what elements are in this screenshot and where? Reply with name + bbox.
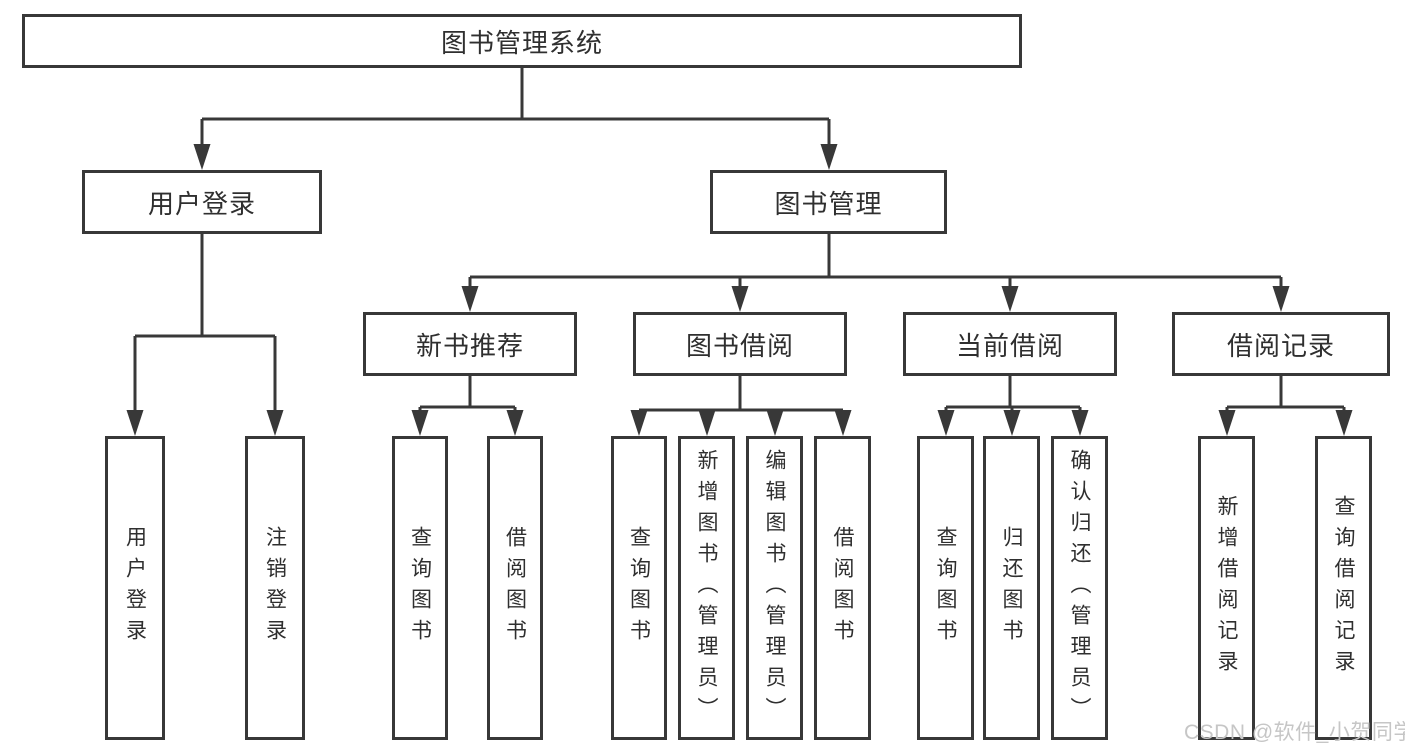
leaf-add-borrow-record: 新增借阅记录 [1198, 436, 1255, 740]
leaf-current-query-books: 查询图书 [917, 436, 974, 740]
arrowhead [731, 286, 749, 312]
arrowhead [820, 144, 838, 170]
connector-borrow-records [1218, 376, 1353, 436]
arrowhead [698, 410, 716, 436]
arrowhead [1335, 410, 1353, 436]
arrowhead [1003, 410, 1021, 436]
arrowhead [834, 410, 852, 436]
node-new-book-recommendation: 新书推荐 [363, 312, 577, 376]
connector-new-book-recommend [411, 376, 524, 436]
arrowhead [1071, 410, 1089, 436]
node-current-borrowing: 当前借阅 [903, 312, 1117, 376]
watermark: CSDN @软件_小贺同学 [1184, 721, 1405, 744]
leaf-confirm-return-admin: 确认归还（管理员） [1051, 436, 1108, 740]
arrowhead [1001, 286, 1019, 312]
arrowhead [506, 410, 524, 436]
arrowhead [1272, 286, 1290, 312]
arrowhead [193, 144, 211, 170]
node-book-borrowing: 图书借阅 [633, 312, 847, 376]
connector-book-management [461, 234, 1290, 312]
leaf-borrow-books: 借阅图书 [814, 436, 871, 740]
leaf-recommend-borrow-books: 借阅图书 [487, 436, 543, 740]
leaf-edit-books-admin: 编辑图书（管理员） [746, 436, 803, 740]
connector-user-login [126, 234, 284, 436]
leaf-add-books-admin: 新增图书（管理员） [678, 436, 735, 740]
leaf-borrow-query-books: 查询图书 [611, 436, 667, 740]
node-book-management: 图书管理 [710, 170, 947, 234]
connector-book-borrow [630, 376, 852, 436]
arrowhead [461, 286, 479, 312]
connector-current-borrow [937, 376, 1089, 436]
arrowhead [766, 410, 784, 436]
leaf-logout: 注销登录 [245, 436, 305, 740]
arrowhead [266, 410, 284, 436]
arrowhead [630, 410, 648, 436]
node-library-management-system: 图书管理系统 [22, 14, 1022, 68]
leaf-return-books: 归还图书 [983, 436, 1040, 740]
arrowhead [126, 410, 144, 436]
arrowhead [1218, 410, 1236, 436]
leaf-query-borrow-record: 查询借阅记录 [1315, 436, 1372, 740]
leaf-recommend-query-books: 查询图书 [392, 436, 448, 740]
arrowhead [411, 410, 429, 436]
leaf-user-login: 用户登录 [105, 436, 165, 740]
arrowhead [937, 410, 955, 436]
node-borrowing-records: 借阅记录 [1172, 312, 1390, 376]
node-user-login: 用户登录 [82, 170, 322, 234]
connector-root [193, 68, 838, 170]
